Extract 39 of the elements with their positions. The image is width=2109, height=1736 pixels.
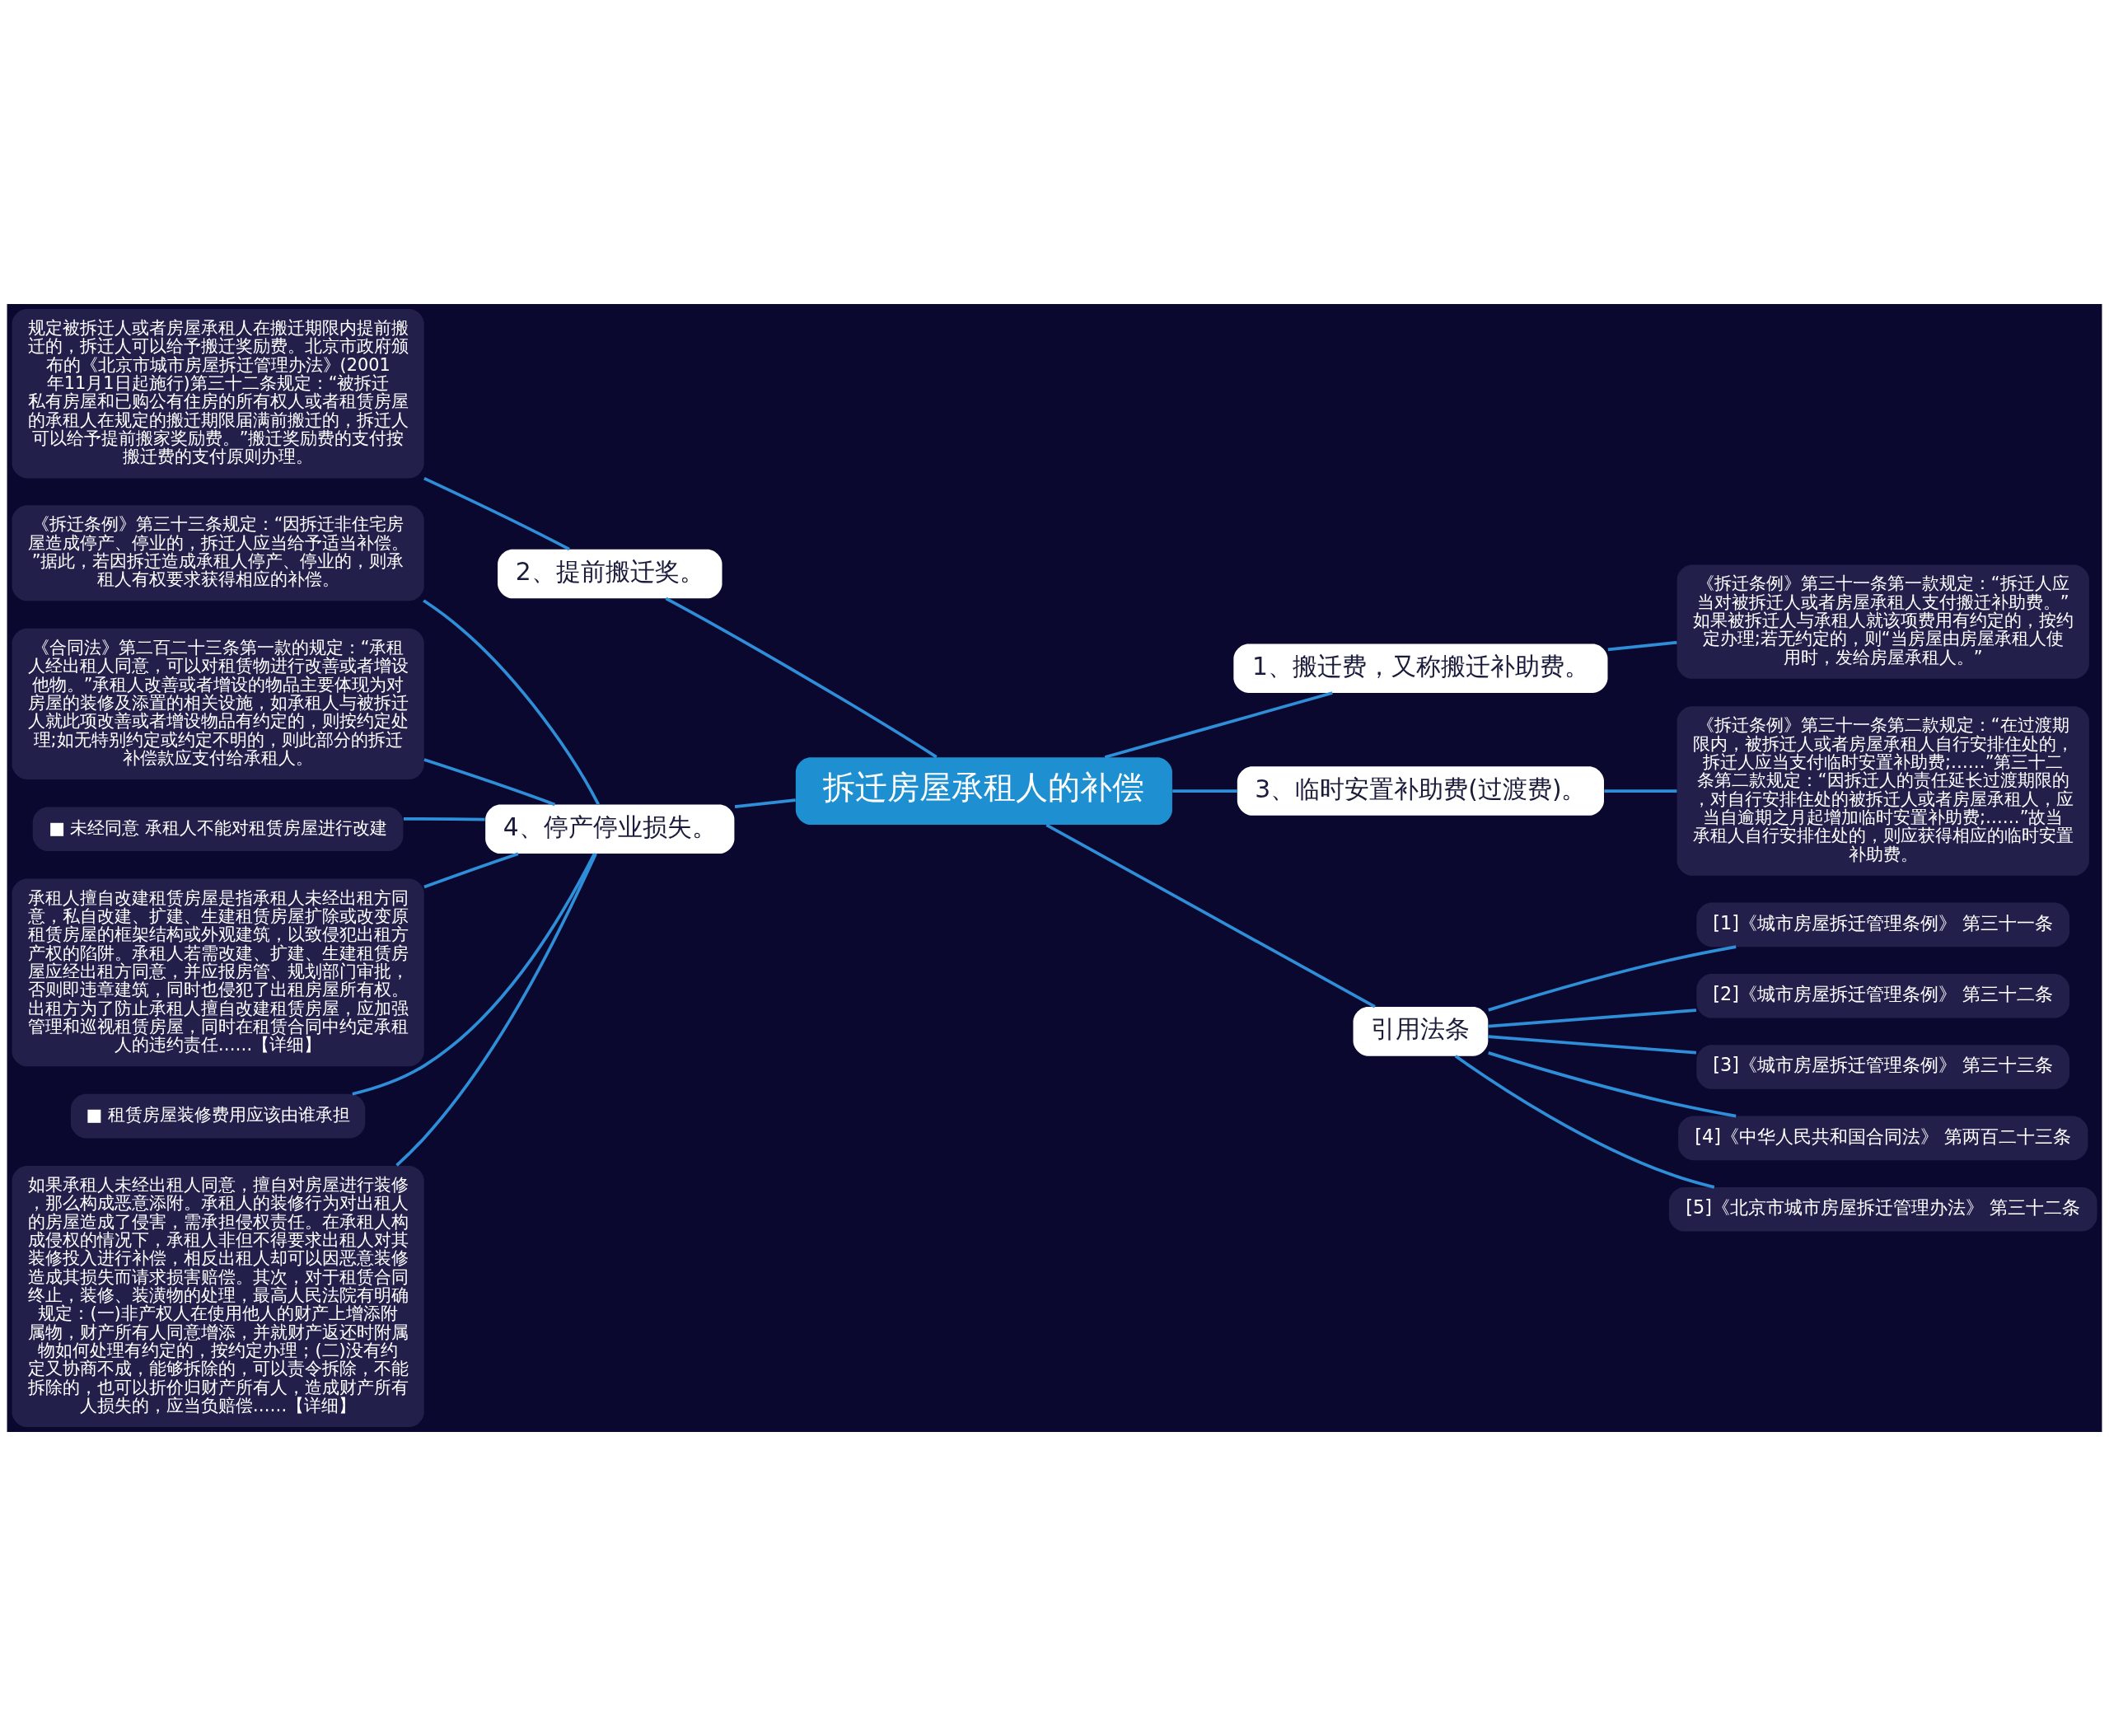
node-box: 《拆迁条例》第三十三条规定：“因拆迁非住宅房屋造成停产、停业的，拆迁人应当给予适当补偿。”据此，若因拆迁造成承租人停产、停业的，则承租人有权要求获得相应的补偿。 bbox=[12, 505, 424, 601]
connector bbox=[395, 853, 597, 1167]
connector bbox=[1488, 1051, 1737, 1118]
connector bbox=[665, 597, 938, 759]
node-box: 《拆迁条例》第三十一条第一款规定：“拆迁人应当对被拆迁人或者房屋承租人支付搬迁补助费。”如果被拆迁人与承租人就该项费用有约定的，按约定办理;若无约定的，则“当房屋由房屋承租人使用时，发给房屋承租人。” bbox=[1676, 564, 2089, 679]
connector bbox=[1104, 691, 1333, 759]
connector bbox=[1045, 823, 1376, 1008]
connector bbox=[352, 853, 596, 1096]
node-box: 3、临时安置补助费(过渡费)。 bbox=[1237, 766, 1604, 816]
node-box: [3]《城市房屋拆迁管理条例》 第三十三条 bbox=[1696, 1045, 2070, 1089]
node-box: 《拆迁条例》第三十一条第二款规定：“在过渡期限内，被拆迁人或者房屋承租人自行安排住处的，拆迁人应当支付临时安置补助费;……”第三十二条第二款规定：“因拆迁人的责任延长过渡期限的，对自行安排住处的被拆迁人或者房屋承租人，应当自逾期之月起增加临时安置补助费;……”故当承租人自行安排住处的，则应获得相应的临时安置补助费。 bbox=[1676, 706, 2089, 876]
node-box: 《合同法》第二百二十三条第一款的规定：“承租人经出租人同意，可以对租赁物进行改善或者增设他物。”承租人改善或者增设的物品主要体现为对房屋的装修及添置的相关设施，如承租人与被拆迁人就此项改善或者增设物品有约定的，则按约定处理;如无特别约定或约定不明的，则此部分的拆迁补偿款应支付给承租人。 bbox=[12, 628, 424, 779]
node-box: [2]《城市房屋拆迁管理条例》 第三十二条 bbox=[1696, 973, 2070, 1018]
node-box: [4]《中华人民共和国合同法》 第两百二十三条 bbox=[1678, 1116, 2088, 1161]
connector bbox=[1604, 789, 1677, 793]
connector bbox=[404, 817, 485, 821]
connector bbox=[1488, 945, 1737, 1012]
connector bbox=[1488, 1008, 1697, 1028]
connector bbox=[422, 599, 600, 806]
connector bbox=[1488, 1035, 1697, 1055]
node-box: 如果承租人未经出租人同意，擅自对房屋进行装修，那么构成恶意添附。承租人的装修行为对出租人的房屋造成了侵害，需承担侵权责任。在承租人构成侵权的情况下，承租人非但不得要求出租人对其装修投入进行补偿，相反出租人却可以因恶意装修造成其损失而请求损害赔偿。其次，对于租赁合同终止，装修、装潢物的处理，最高人民法院有明确规定：(一)非产权人在使用他人的财产上增添附属物，财产所有人同意增添，并就财产返还时附属物如何处理有约定的，按约定办理；(二)没有约定又协商不成，能够拆除的，可以责令拆除，不能拆除的，也可以折价归财产所有人，造成财产所有人损失的，应当负赔偿……【详细】 bbox=[12, 1165, 424, 1428]
connector bbox=[1454, 1055, 1715, 1189]
node-box: 1、搬迁费，又称搬迁补助费。 bbox=[1233, 643, 1608, 693]
connector bbox=[423, 758, 556, 807]
node-box: 规定被拆迁人或者房屋承租人在搬迁期限内提前搬迁的，拆迁人可以给予搬迁奖励费。北京市政府颁布的《北京市城市房屋拆迁管理办法》(2001年11月1日起施行)第三十二条规定：“被拆迁私有房屋和已购公有住房的所有权人或者租赁房屋的承租人在规定的搬迁期限届满前搬迁的，拆迁人可以给予提前搬家奖励费。”搬迁奖励费的支付按搬迁费的支付原则办理。 bbox=[12, 308, 424, 479]
node-box: [1]《城市房屋拆迁管理条例》 第三十一条 bbox=[1696, 902, 2070, 948]
node-box: ■ 租赁房屋装修费用应该由谁承担 bbox=[70, 1093, 366, 1139]
connector bbox=[1172, 789, 1237, 793]
connector bbox=[423, 852, 519, 889]
connector bbox=[423, 476, 570, 551]
connector bbox=[1607, 641, 1677, 652]
node-box: 4、停产停业损失。 bbox=[485, 804, 735, 854]
node-box: 拆迁房屋承租人的补偿 bbox=[795, 757, 1172, 825]
node-box: 承租人擅自改建租赁房屋是指承租人未经出租方同意，私自改建、扩建、生建租赁房屋扩除或改变原租赁房屋的框架结构或外观建筑，以致侵犯出租方产权的陷阱。承租人若需改建、扩建、生建租赁房屋应经出租方同意，并应报房管、规划部门审批，否则即违章建筑，同时也侵犯了出租房屋所有权。出租方为了防止承租人擅自改建租赁房屋，应加强管理和巡视租赁房屋，同时在租赁合同中约定承租人的违约责任……【详细】 bbox=[12, 878, 424, 1067]
connector bbox=[734, 798, 796, 809]
node-box: ■ 未经同意 承租人不能对租赁房屋进行改建 bbox=[32, 807, 404, 852]
node-box: [5]《北京市城市房屋拆迁管理办法》 第三十二条 bbox=[1668, 1186, 2097, 1232]
node-box: 2、提前搬迁奖。 bbox=[498, 549, 722, 599]
node-box: 引用法条 bbox=[1353, 1007, 1489, 1056]
